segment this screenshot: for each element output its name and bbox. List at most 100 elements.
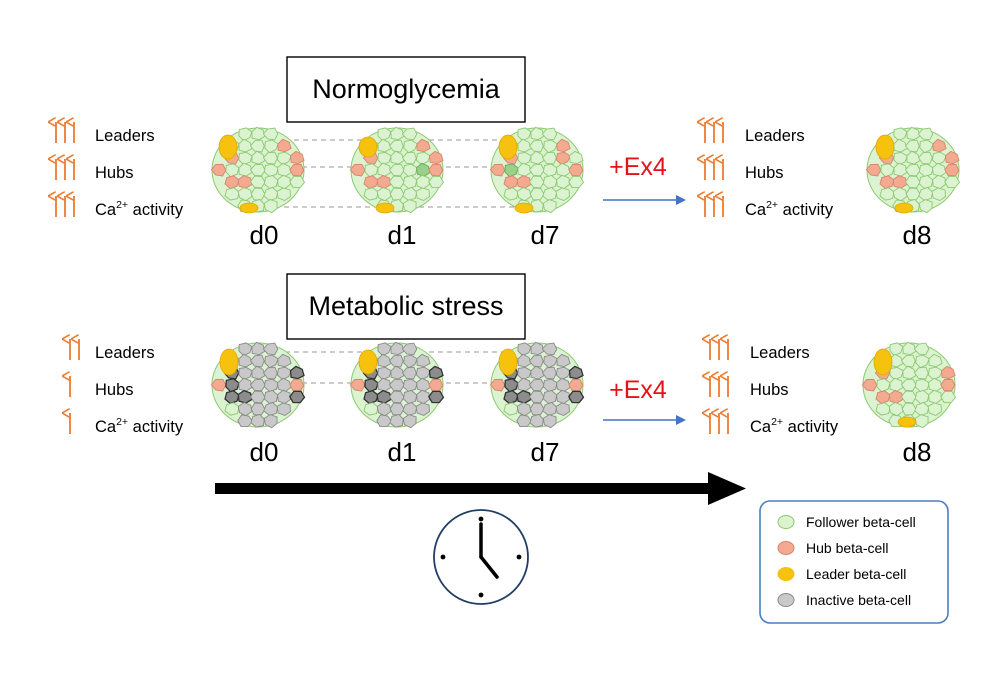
follower-cell bbox=[276, 187, 291, 202]
hub-cell bbox=[237, 175, 253, 189]
inactive-cell bbox=[376, 389, 392, 404]
normoglycemia-title-box bbox=[286, 56, 526, 123]
inactive-cell bbox=[289, 390, 306, 404]
follower-cell bbox=[516, 187, 532, 202]
islet-d1 bbox=[349, 341, 445, 429]
indicator-label: Ca2+ activity bbox=[745, 199, 834, 219]
follower-cell bbox=[401, 151, 417, 165]
inactive-cell bbox=[428, 390, 445, 404]
indicator-row: Ca2+ activity bbox=[710, 413, 839, 436]
inactive-cell bbox=[364, 378, 379, 393]
follower-cell bbox=[238, 162, 253, 177]
follower-cell bbox=[892, 187, 908, 202]
indicator-row: Ca2+ activity bbox=[70, 413, 184, 436]
leader-cell bbox=[498, 348, 518, 376]
follower-cell bbox=[928, 389, 942, 405]
follower-cell bbox=[389, 187, 405, 201]
follower-cell bbox=[262, 151, 278, 165]
islet-d7 bbox=[489, 341, 585, 429]
follower-cell bbox=[262, 127, 279, 141]
time-arrow-icon bbox=[215, 472, 746, 505]
inactive-cell bbox=[401, 342, 418, 356]
follower-cell bbox=[263, 199, 278, 214]
hub-cell bbox=[290, 150, 305, 165]
leader-cell bbox=[358, 349, 378, 375]
follower-cell bbox=[388, 175, 405, 189]
leader-cell bbox=[239, 202, 259, 214]
inactive-cell bbox=[377, 377, 392, 392]
follower-cell bbox=[913, 366, 929, 380]
inactive-cell bbox=[389, 402, 405, 416]
follower-cell bbox=[913, 342, 930, 356]
leader-cell bbox=[498, 134, 518, 160]
indicator-label: Hubs bbox=[745, 164, 784, 182]
follower-cell bbox=[541, 127, 558, 141]
hub-cell bbox=[210, 378, 227, 392]
inactive-cell bbox=[250, 402, 266, 416]
indicator-label: Ca2+ activity bbox=[95, 416, 184, 436]
inactive-cell bbox=[568, 390, 585, 404]
follower-cell bbox=[528, 139, 544, 153]
follower-cell bbox=[917, 127, 934, 141]
follower-cell bbox=[250, 187, 266, 201]
inactive-cell bbox=[237, 414, 253, 428]
follower-cell bbox=[900, 378, 917, 392]
inactive-cell bbox=[541, 342, 558, 356]
islet-d8 bbox=[861, 341, 957, 429]
inactive-cell bbox=[289, 365, 305, 380]
hub-cell bbox=[277, 138, 292, 153]
follower-cell bbox=[928, 353, 943, 368]
inactive-cell bbox=[376, 402, 392, 417]
hub-cell bbox=[892, 175, 908, 189]
inactive-cell bbox=[516, 402, 532, 417]
follower-cell bbox=[568, 175, 585, 189]
inactive-cell bbox=[542, 414, 557, 429]
islet-d0 bbox=[210, 341, 306, 429]
leader-cell bbox=[514, 202, 534, 214]
follower-cell bbox=[918, 199, 933, 214]
follower-cell bbox=[905, 187, 921, 201]
indicator-label: Leaders bbox=[95, 127, 155, 145]
legend-item: Hub beta-cell bbox=[777, 540, 889, 556]
metabolic-stress-title: Metabolic stress bbox=[308, 291, 503, 321]
follower-cell bbox=[888, 402, 904, 417]
follower-cell bbox=[388, 163, 405, 177]
inactive-cell bbox=[388, 378, 405, 392]
legend-label: Inactive beta-cell bbox=[806, 592, 911, 608]
inactive-cell bbox=[249, 378, 266, 392]
follower-cell bbox=[542, 199, 557, 214]
legend-label: Leader beta-cell bbox=[806, 566, 906, 582]
legend-item: Inactive beta-cell bbox=[777, 592, 911, 608]
indicator-label: Ca2+ activity bbox=[95, 199, 184, 219]
inactive-cell bbox=[401, 366, 417, 380]
inactive-cell bbox=[276, 402, 291, 417]
metabolic-stress-title-box bbox=[286, 273, 526, 340]
inactive-cell bbox=[415, 402, 430, 417]
inactive-cell bbox=[277, 389, 291, 405]
inactive-cell bbox=[262, 342, 279, 356]
follower-cell bbox=[376, 187, 392, 202]
legend-swatch bbox=[777, 541, 795, 555]
hub-cell bbox=[376, 175, 392, 189]
hub-cell bbox=[516, 175, 532, 189]
indicator-row: Hubs bbox=[710, 376, 789, 399]
indicator-label: Hubs bbox=[95, 164, 134, 182]
inactive-cell bbox=[528, 390, 545, 404]
inactive-cell bbox=[277, 353, 292, 368]
inactive-cell bbox=[388, 354, 404, 368]
hub-cell bbox=[861, 378, 878, 392]
follower-cell bbox=[927, 402, 942, 417]
follower-cell bbox=[249, 163, 266, 177]
day-label-d1: d1 bbox=[388, 437, 417, 467]
inactive-cell bbox=[529, 402, 545, 416]
leader-cell bbox=[897, 416, 917, 428]
leader-cell bbox=[219, 348, 239, 376]
follower-cell bbox=[249, 175, 266, 189]
inactive-cell bbox=[528, 378, 545, 392]
follower-cell bbox=[388, 139, 404, 153]
